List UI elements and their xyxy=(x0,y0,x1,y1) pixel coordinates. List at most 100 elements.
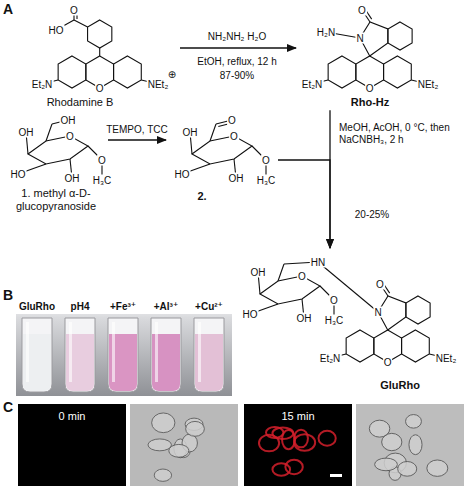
atom-label: Et₂N xyxy=(319,353,342,364)
time-label: 0 min xyxy=(59,410,86,422)
atom-label: H₃C xyxy=(92,175,113,186)
compound-name: Rho-Hz xyxy=(351,96,390,109)
atom-label: H₂N xyxy=(316,27,336,38)
reaction-arrow xyxy=(108,139,166,140)
compound-node: GluRho xyxy=(236,248,465,395)
atom-label: H₃C xyxy=(324,315,345,326)
pyranose-ring xyxy=(192,136,252,164)
compound-name: 1. methyl α-D-glucopyranoside xyxy=(6,187,106,212)
vial-glass xyxy=(108,318,138,392)
cell-outline xyxy=(169,444,189,457)
bond xyxy=(210,124,216,141)
panel-letter: B xyxy=(3,288,13,303)
panel-letter: C xyxy=(3,400,13,415)
phenyl-ring xyxy=(406,296,430,324)
reaction-arrow xyxy=(180,47,296,48)
micrograph xyxy=(130,404,238,486)
atom-label: HO xyxy=(10,169,27,180)
bond xyxy=(278,264,284,281)
atom-label: NEt₂ xyxy=(435,353,458,364)
atom-label: H₃C xyxy=(256,175,277,186)
atom-label: NEt₂ xyxy=(147,79,170,90)
compound-node: Rhodamine B xyxy=(18,2,180,110)
cell-outline xyxy=(369,420,389,437)
atom-label: HO xyxy=(174,169,191,180)
atom-label: O xyxy=(95,83,105,94)
atom-label: OH xyxy=(182,127,199,138)
vial-photo xyxy=(16,298,232,396)
vial-label: pH4 xyxy=(71,301,90,312)
cell-outline xyxy=(186,421,205,436)
atom-label: O xyxy=(357,5,367,16)
atom-label: OH xyxy=(64,173,81,184)
vial-label: +Fe³⁺ xyxy=(110,301,136,312)
condition-text: 87-90% xyxy=(219,70,255,81)
condition-text: EtOH, reflux, 12 h xyxy=(196,56,277,67)
atom-label: O xyxy=(261,155,271,166)
xanthene-ring xyxy=(384,56,412,88)
atom-label: O xyxy=(297,271,307,282)
reagent-label: TEMPO, TCC xyxy=(105,124,168,136)
xanthene-ring xyxy=(58,56,86,88)
atom-label: O xyxy=(65,131,75,142)
atom-label: OH xyxy=(228,173,245,184)
bond xyxy=(318,262,378,312)
atom-label: Et₂N xyxy=(31,79,54,90)
atom-label: O xyxy=(329,295,339,306)
phenyl-ring xyxy=(388,22,412,50)
atom-label: O xyxy=(69,5,79,16)
xanthene-ring xyxy=(346,330,374,362)
panel-letter: A xyxy=(3,2,13,17)
atom-label: O xyxy=(97,155,107,166)
xanthene-ring xyxy=(114,56,142,88)
atom-label: O xyxy=(375,279,385,290)
cell-outline xyxy=(409,435,422,455)
atom-label: OH xyxy=(60,115,77,126)
label-strip xyxy=(16,298,232,314)
time-label: 15 min xyxy=(281,410,314,422)
compound-name: 2. xyxy=(197,190,206,203)
compound-node: 2. xyxy=(166,108,278,206)
vial-glass xyxy=(151,318,181,392)
vial-glass xyxy=(194,318,224,392)
phenyl-ring xyxy=(88,20,112,48)
bond xyxy=(46,124,52,141)
atom-label: O xyxy=(365,83,375,94)
cell-outline xyxy=(152,413,175,433)
micrograph xyxy=(356,404,464,486)
vial-highlight xyxy=(69,322,72,382)
pyranose-ring xyxy=(28,136,88,164)
cell-outline xyxy=(398,462,417,477)
atom-label: OH xyxy=(296,313,313,324)
vial-highlight xyxy=(155,322,158,382)
cell-outline xyxy=(272,463,290,475)
atom-label: HO xyxy=(242,309,259,320)
atom-label: NEt₂ xyxy=(417,79,440,90)
cell-outline xyxy=(285,460,302,474)
xanthene-ring xyxy=(402,330,430,362)
vial-highlight xyxy=(198,322,201,382)
vial-label: GluRho xyxy=(19,301,55,312)
atom-label: O xyxy=(227,115,237,126)
bond xyxy=(74,20,88,27)
reaction-arrow xyxy=(278,160,330,248)
atom-label: HO xyxy=(48,25,65,36)
cell-outline xyxy=(148,439,171,451)
micrograph xyxy=(18,404,126,486)
atom-label: O xyxy=(383,357,393,368)
cell-outline xyxy=(427,460,448,476)
cell-outline xyxy=(154,469,171,481)
compound-node: 1. methyl α-D-glucopyranoside xyxy=(4,108,108,232)
reagent-label: MeOH, AcOH, 0 °C, then NaCNBH₃, 2 h xyxy=(338,122,464,146)
vial-label: +Cu²⁺ xyxy=(195,301,223,312)
cell-outline xyxy=(294,434,315,451)
cell-outline xyxy=(375,458,398,471)
micrograph xyxy=(244,404,352,486)
vial-label: +Al³⁺ xyxy=(154,301,178,312)
atom-label: OH xyxy=(250,267,267,278)
atom-label: N xyxy=(373,307,382,318)
vial-highlight xyxy=(112,322,115,382)
scale-bar xyxy=(330,474,342,477)
atom-label: O xyxy=(229,131,239,142)
